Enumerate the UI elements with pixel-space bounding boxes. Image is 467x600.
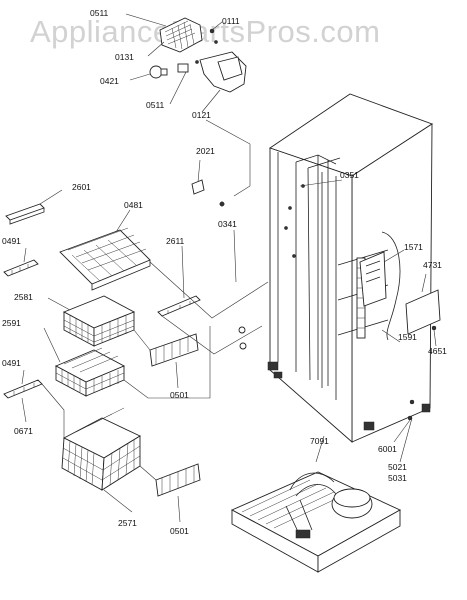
control-panel-part <box>405 289 441 335</box>
callout-5021: 5021 <box>388 462 407 472</box>
callout-2601: 2601 <box>72 182 91 192</box>
callout-4651: 4651 <box>428 346 447 356</box>
callout-2611: 2611 <box>166 236 185 246</box>
callout-0131: 0131 <box>115 52 134 62</box>
callout-0491-upper: 0491 <box>2 236 21 246</box>
callout-7091: 7091 <box>310 436 329 446</box>
callout-6001: 6001 <box>378 444 397 454</box>
callout-4731: 4731 <box>423 260 442 270</box>
callout-0501-upper: 0501 <box>170 390 189 400</box>
compressor-base-assembly <box>230 471 401 573</box>
shelf-rail-part <box>5 203 45 225</box>
callout-0421: 0421 <box>100 76 119 86</box>
drawer-front-part <box>155 463 201 497</box>
refrigerator-cabinet <box>267 93 434 443</box>
callout-0351: 0351 <box>340 170 359 180</box>
assembly-connector-lines <box>41 119 269 481</box>
callout-0491-lower: 0491 <box>2 358 21 368</box>
drawer-rail-part <box>3 379 43 399</box>
drawer-rail-part <box>3 259 39 277</box>
wire-basket-part <box>62 295 136 347</box>
callout-5031: 5031 <box>388 473 407 483</box>
fan-motor-assembly <box>149 17 247 93</box>
callout-0671: 0671 <box>14 426 33 436</box>
callout-0111: 0111 <box>222 16 240 26</box>
wire-basket-part <box>61 407 141 491</box>
callout-2581: 2581 <box>14 292 33 302</box>
callout-0341: 0341 <box>218 219 237 229</box>
callout-0501-lower: 0501 <box>170 526 189 536</box>
callout-0481: 0481 <box>124 200 143 210</box>
callout-2591: 2591 <box>2 318 21 328</box>
callout-0511-top: 0511 <box>90 8 109 18</box>
leader-lines <box>21 13 437 523</box>
wire-basket-part <box>54 347 126 397</box>
watermark: AppliancePartsPros.com <box>30 14 380 49</box>
callout-1571: 1571 <box>404 242 423 252</box>
bracket-part <box>191 179 205 195</box>
callout-labels: 0511 0111 0131 0421 0511 0121 2021 0351 … <box>2 8 447 536</box>
drawer-front-part <box>149 333 199 367</box>
wire-shelf-part <box>59 227 151 291</box>
callout-2571: 2571 <box>118 518 137 528</box>
lamp-bulb <box>149 65 163 79</box>
callout-1591: 1591 <box>398 332 417 342</box>
callout-0511-lower: 0511 <box>146 100 165 110</box>
callout-2021: 2021 <box>196 146 215 156</box>
shelf-rail-part <box>157 295 201 317</box>
callout-0121: 0121 <box>192 110 211 120</box>
